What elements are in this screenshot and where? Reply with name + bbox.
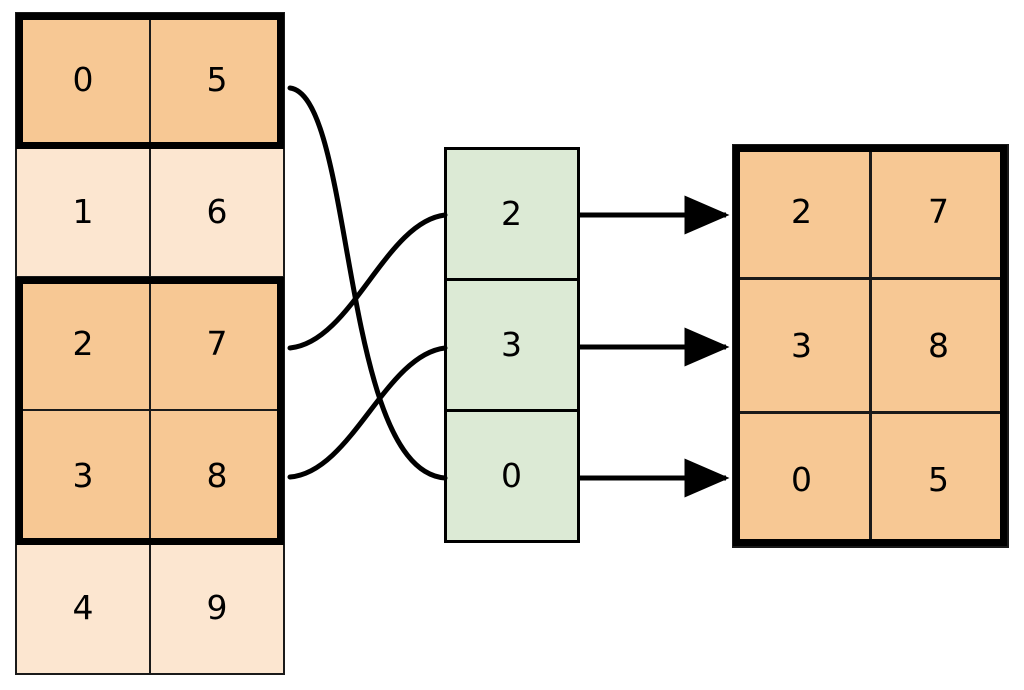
result-cell-r2c1[interactable]: 5 (868, 410, 1009, 548)
curve-row-3-to-slot-1 (287, 345, 448, 480)
result-cell-r1c0[interactable]: 3 (731, 277, 872, 414)
source-cell-r3c0[interactable]: 3 (15, 408, 151, 543)
index-cell-2[interactable]: 0 (443, 408, 580, 543)
curve-row-2-to-slot-0 (287, 212, 448, 351)
source-cell-r3c1[interactable]: 8 (149, 408, 285, 543)
index-array-column: 2 3 0 (443, 146, 580, 543)
index-cell-0[interactable]: 2 (443, 146, 580, 281)
index-cell-1[interactable]: 3 (443, 277, 580, 412)
source-cell-r0c1[interactable]: 5 (149, 12, 285, 147)
source-cell-r2c0[interactable]: 2 (15, 276, 151, 411)
result-array-table: 2 7 3 8 0 5 (731, 143, 1009, 548)
source-cell-r0c0[interactable]: 0 (15, 12, 151, 147)
result-cell-r2c0[interactable]: 0 (731, 410, 872, 548)
source-cell-r1c1[interactable]: 6 (149, 144, 285, 279)
result-cell-r1c1[interactable]: 8 (868, 277, 1009, 414)
source-cell-r1c0[interactable]: 1 (15, 144, 151, 279)
source-array-table: 0 5 1 6 2 7 3 8 4 9 (15, 12, 285, 675)
result-cell-r0c0[interactable]: 2 (731, 143, 872, 281)
result-cell-r0c1[interactable]: 7 (868, 143, 1009, 281)
source-cell-r2c1[interactable]: 7 (149, 276, 285, 411)
source-cell-r4c1[interactable]: 9 (149, 540, 285, 675)
curve-row-0-to-slot-2 (287, 85, 448, 481)
source-cell-r4c0[interactable]: 4 (15, 540, 151, 675)
